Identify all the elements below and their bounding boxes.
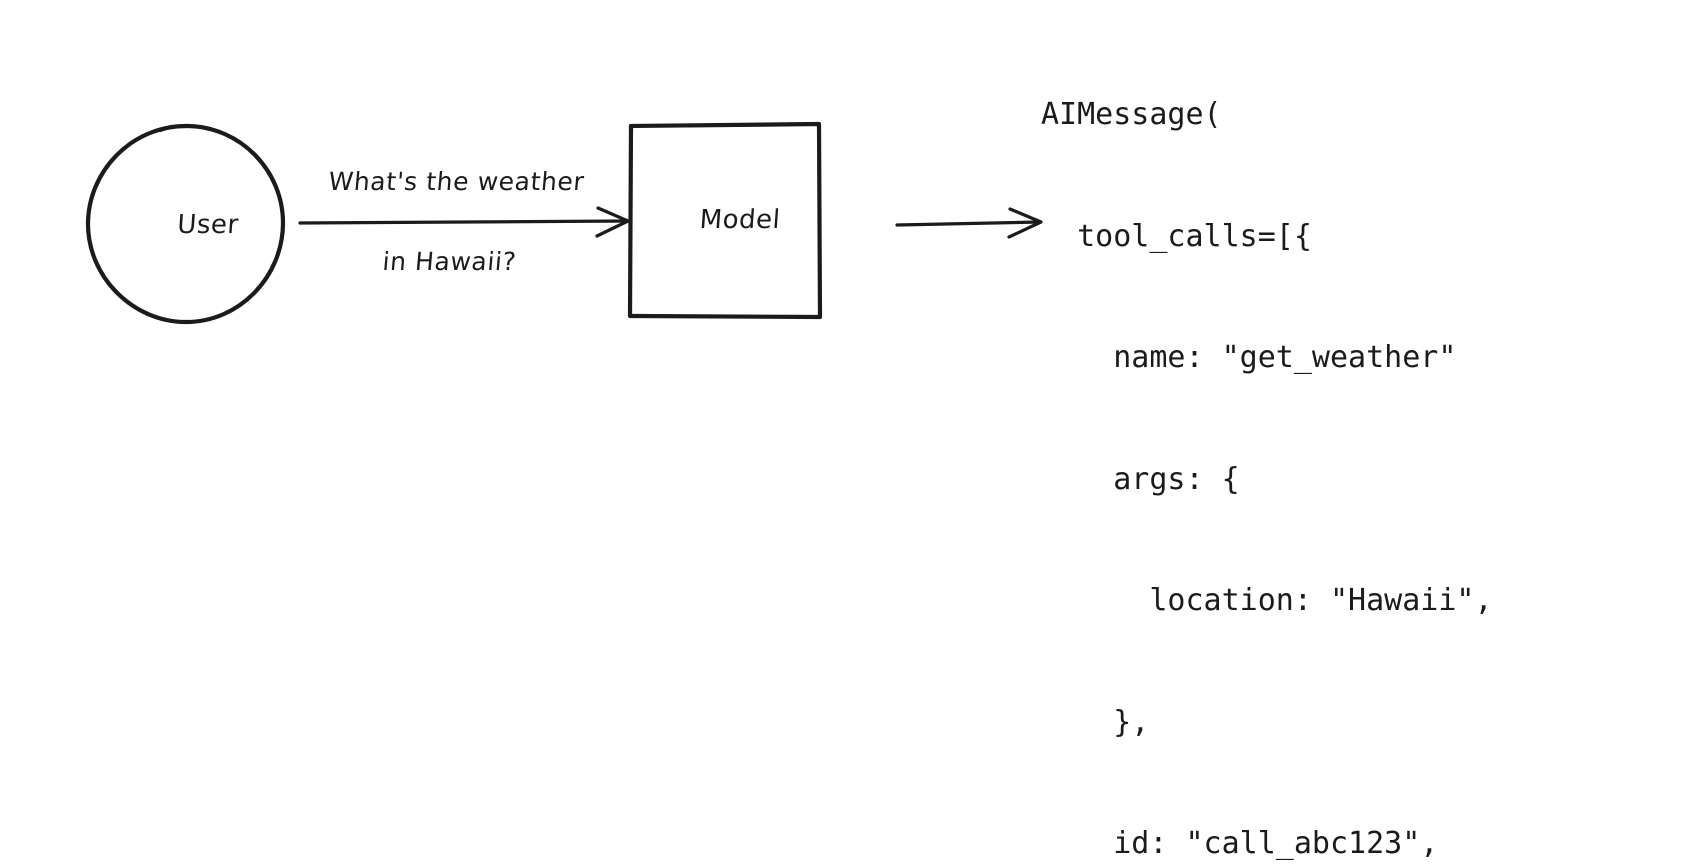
circle-node-icon bbox=[85, 123, 286, 325]
arrow-right-icon-model-to-output bbox=[895, 207, 1043, 239]
code-line: tool_calls=[{ bbox=[1041, 218, 1312, 254]
edge-label-line-1: What's the weather bbox=[327, 167, 586, 196]
code-line: id: "call_abc123", bbox=[1041, 826, 1439, 861]
code-line: location: "Hawaii", bbox=[1041, 583, 1493, 618]
diagram-canvas bbox=[85, 121, 1043, 325]
code-line: name: "get_weather" bbox=[1041, 340, 1457, 375]
edge-label-line-2: in Hawaii? bbox=[381, 247, 518, 276]
code-line: AIMessage( bbox=[1041, 97, 1222, 132]
arrow-right-icon-user-to-model bbox=[298, 206, 630, 238]
ai-message-code-output: AIMessage( tool_calls=[{ name: "get_weat… bbox=[1041, 14, 1493, 864]
user-node-label: User bbox=[176, 210, 240, 240]
model-node-label: Model bbox=[698, 205, 782, 235]
rectangle-node-icon bbox=[627, 121, 823, 320]
edge-label-user-to-model: What's the weather in Hawaii? bbox=[279, 122, 626, 322]
code-line: }, bbox=[1041, 704, 1150, 740]
code-line: args: { bbox=[1041, 461, 1240, 497]
